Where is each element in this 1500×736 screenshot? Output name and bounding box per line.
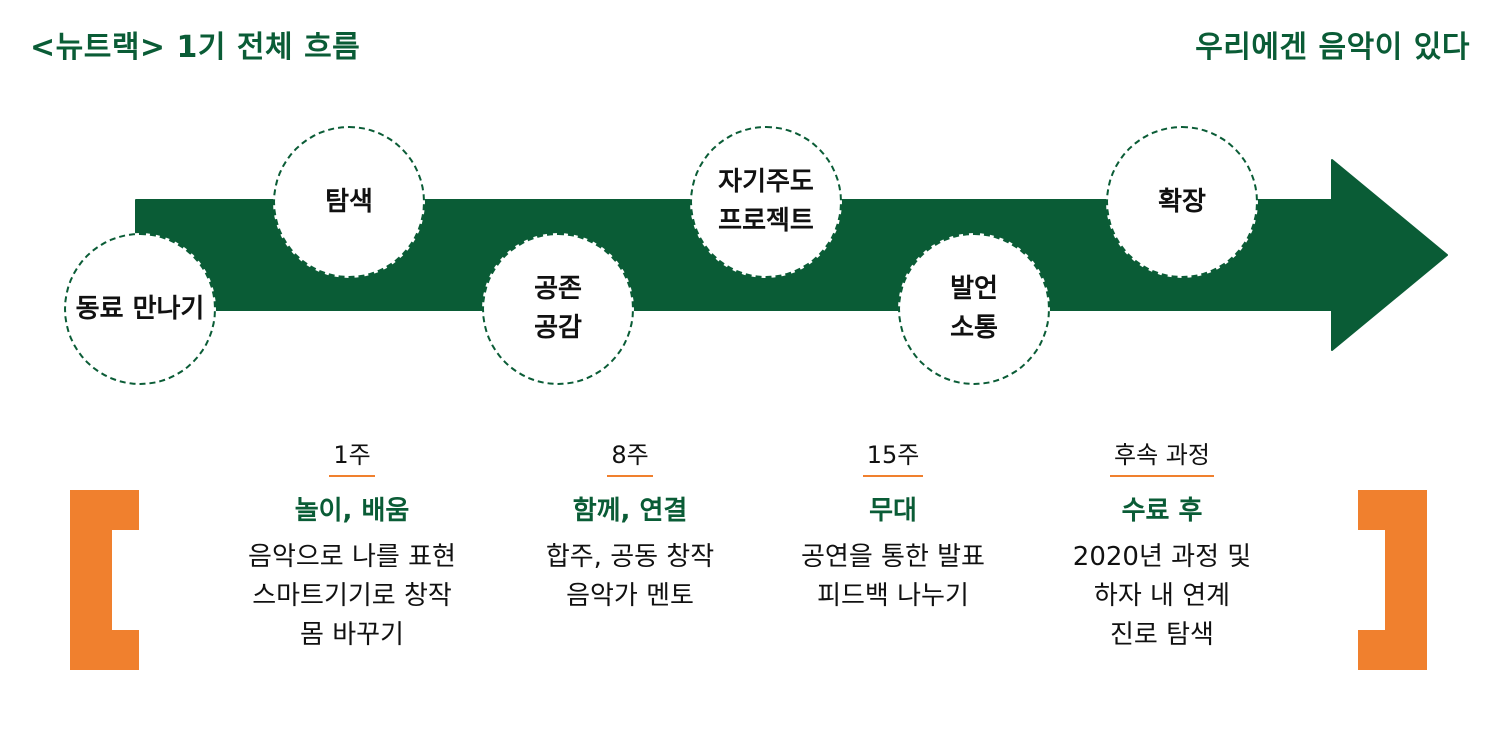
detail-list: 음악으로 나를 표현 스마트기기로 창작 몸 바꾸기 <box>227 538 477 655</box>
detail-list: 공연을 통한 발표 피드백 나누기 <box>768 538 1018 616</box>
stage-label: 확장 <box>1158 186 1206 217</box>
detail-line: 몸 바꾸기 <box>300 619 404 650</box>
stage-label: 발언 <box>950 274 998 304</box>
stage-circle-expand: 확장 <box>1106 126 1258 278</box>
page-slogan: 우리에겐 음악이 있다 <box>1195 30 1470 65</box>
stage-label: 공존 <box>534 274 582 304</box>
stage-circle-coexist: 공존 공감 <box>482 233 634 385</box>
detail-line: 음악가 멘토 <box>566 580 694 611</box>
detail-line: 합주, 공동 창작 <box>545 541 715 572</box>
timeline-column-week8: 8주 함께, 연결 합주, 공동 창작 음악가 멘토 <box>505 440 755 616</box>
left-bracket-icon <box>70 490 139 670</box>
detail-line: 음악으로 나를 표현 <box>248 541 456 572</box>
theme-title: 놀이, 배움 <box>294 496 410 527</box>
detail-line: 2020년 과정 및 <box>1072 541 1252 572</box>
stage-circle-meet-peers: 동료 만나기 <box>64 233 216 385</box>
stage-label: 자기주도 <box>718 167 814 197</box>
detail-list: 2020년 과정 및 하자 내 연계 진로 탐색 <box>1037 538 1287 655</box>
stage-label: 프로젝트 <box>718 206 814 236</box>
stage-label: 공감 <box>534 313 582 343</box>
right-bracket-icon <box>1358 490 1427 670</box>
stage-label: 소통 <box>950 313 998 343</box>
detail-line: 피드백 나누기 <box>817 580 969 611</box>
detail-line: 스마트기기로 창작 <box>252 580 452 611</box>
week-label: 1주 <box>329 440 375 478</box>
stage-label: 동료 만나기 <box>75 293 205 324</box>
page-title: <뉴트랙> 1기 전체 흐름 <box>30 30 361 65</box>
detail-list: 합주, 공동 창작 음악가 멘토 <box>505 538 755 616</box>
timeline-column-week15: 15주 무대 공연을 통한 발표 피드백 나누기 <box>768 440 1018 616</box>
timeline-column-week1: 1주 놀이, 배움 음악으로 나를 표현 스마트기기로 창작 몸 바꾸기 <box>227 440 477 655</box>
stage-label: 탐색 <box>325 186 373 217</box>
theme-title: 함께, 연결 <box>572 496 688 527</box>
stage-circle-self-project: 자기주도 프로젝트 <box>690 126 842 278</box>
stage-circle-speak-out: 발언 소통 <box>898 233 1050 385</box>
stage-circle-explore: 탐색 <box>273 126 425 278</box>
theme-title: 무대 <box>869 496 917 527</box>
timeline-column-follow-up: 후속 과정 수료 후 2020년 과정 및 하자 내 연계 진로 탐색 <box>1037 440 1287 655</box>
detail-line: 공연을 통한 발표 <box>801 541 985 572</box>
detail-line: 하자 내 연계 <box>1093 580 1231 611</box>
week-label: 후속 과정 <box>1110 440 1214 478</box>
week-label: 8주 <box>607 440 653 478</box>
theme-title: 수료 후 <box>1121 496 1203 527</box>
week-label: 15주 <box>862 440 924 478</box>
detail-line: 진로 탐색 <box>1110 619 1214 650</box>
